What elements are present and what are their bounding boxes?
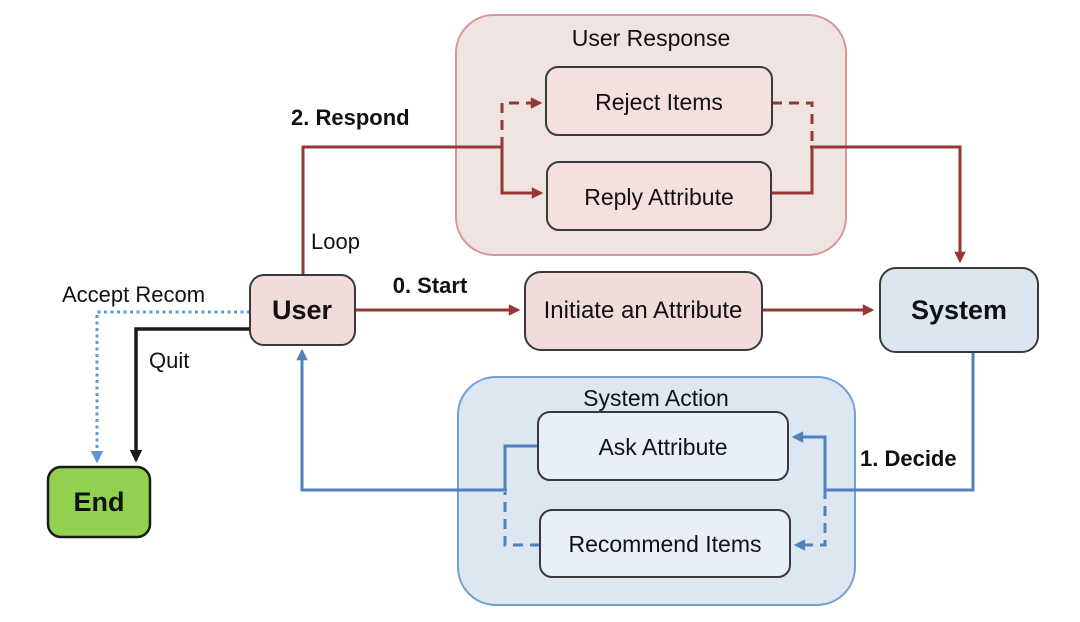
edge-label-decide: 1. Decide	[860, 446, 957, 471]
ask-attribute-label: Ask Attribute	[598, 434, 727, 460]
edge-label-loop: Loop	[311, 229, 360, 254]
recommend-items-box: Recommend Items	[539, 509, 791, 578]
edge-to-ask-attribute	[791, 431, 827, 491]
edge-from-reply-attribute	[771, 146, 814, 195]
system-node-label: System	[911, 295, 1007, 325]
edge-respond-loop	[301, 145, 503, 277]
end-node-label: End	[74, 487, 125, 517]
edge-label-accept-recom: Accept Recom	[62, 282, 205, 307]
edge-to-recommend-items	[793, 489, 827, 551]
edge-from-ask-attribute	[503, 444, 538, 489]
user-response-group-title: User Response	[572, 25, 731, 51]
user-node: User	[249, 274, 356, 346]
edge-label-respond: 2. Respond	[291, 105, 410, 130]
reply-attribute-box: Reply Attribute	[546, 161, 772, 231]
reject-items-label: Reject Items	[595, 89, 723, 115]
edge-accept-recom	[90, 310, 250, 464]
ask-attribute-box: Ask Attribute	[537, 411, 789, 481]
edge-action-to-user	[296, 348, 507, 492]
edge-decide	[826, 352, 975, 492]
edge-from-reject-items	[772, 101, 814, 142]
edge-from-recommend-items	[503, 492, 540, 547]
edge-label-quit: Quit	[149, 348, 189, 373]
initiate-attribute-label: Initiate an Attribute	[544, 297, 743, 324]
edge-to-reject-items	[500, 97, 543, 147]
end-node: End	[46, 465, 152, 539]
edge-label-start: 0. Start	[393, 273, 468, 298]
reject-items-box: Reject Items	[545, 66, 773, 136]
user-node-label: User	[272, 295, 333, 325]
recommend-items-label: Recommend Items	[568, 531, 761, 557]
edge-to-reply-attribute	[500, 147, 544, 199]
system-action-group-title: System Action	[583, 385, 729, 411]
reply-attribute-label: Reply Attribute	[584, 184, 734, 210]
initiate-attribute-node: Initiate an Attribute	[524, 271, 763, 351]
edge-response-to-system	[810, 145, 966, 264]
edge-quit	[129, 327, 250, 463]
system-node: System	[879, 267, 1039, 353]
